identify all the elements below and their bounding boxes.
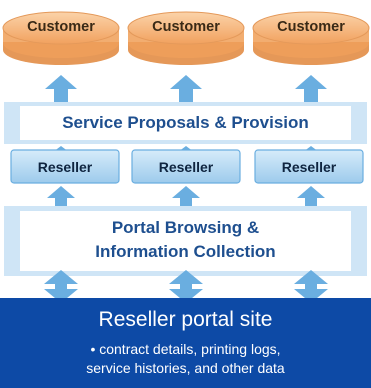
double-arrow-1 — [44, 270, 78, 303]
arrows-portal-site — [44, 270, 328, 303]
portal-banner-inner — [20, 211, 351, 271]
customer-label-1: Customer — [27, 19, 95, 35]
arrow-up-1 — [45, 75, 77, 104]
customer-disc-2 — [127, 11, 245, 65]
arrow-up-2 — [170, 75, 202, 104]
arrows-customer-service — [45, 75, 327, 104]
arrow-up-9 — [297, 186, 325, 210]
customer-label-2: Customer — [152, 19, 220, 35]
reseller-label-3: Reseller — [281, 158, 337, 175]
portal-banner-line2: Information Collection — [95, 242, 276, 261]
reseller-box-1 — [10, 149, 120, 184]
reseller-label-1: Reseller — [37, 158, 93, 175]
double-arrow-3 — [294, 270, 328, 303]
portal-site-box — [0, 298, 371, 388]
arrow-up-7 — [47, 186, 75, 210]
portal-site-title: Reseller portal site — [98, 308, 273, 331]
portal-banner-line1: Portal Browsing & — [111, 218, 260, 237]
customer-disc-3 — [252, 11, 370, 65]
arrow-up-8 — [172, 186, 200, 210]
service-banner-label: Service Proposals & Provision — [62, 113, 309, 132]
portal-site-details: • contract details, printing logs, servi… — [0, 340, 371, 378]
reseller-box-3 — [254, 149, 364, 184]
arrows-reseller-portal — [47, 186, 325, 210]
reseller-label-2: Reseller — [158, 158, 214, 175]
arrow-up-3 — [295, 75, 327, 104]
double-arrow-2 — [169, 270, 203, 303]
customer-label-3: Customer — [277, 19, 345, 35]
service-banner-inner — [20, 106, 351, 140]
portal-site-detail-line2: service histories, and other data — [86, 360, 285, 376]
portal-site-detail-line1: • contract details, printing logs, — [90, 341, 281, 357]
customer-disc-1 — [2, 11, 120, 65]
reseller-box-2 — [131, 149, 241, 184]
